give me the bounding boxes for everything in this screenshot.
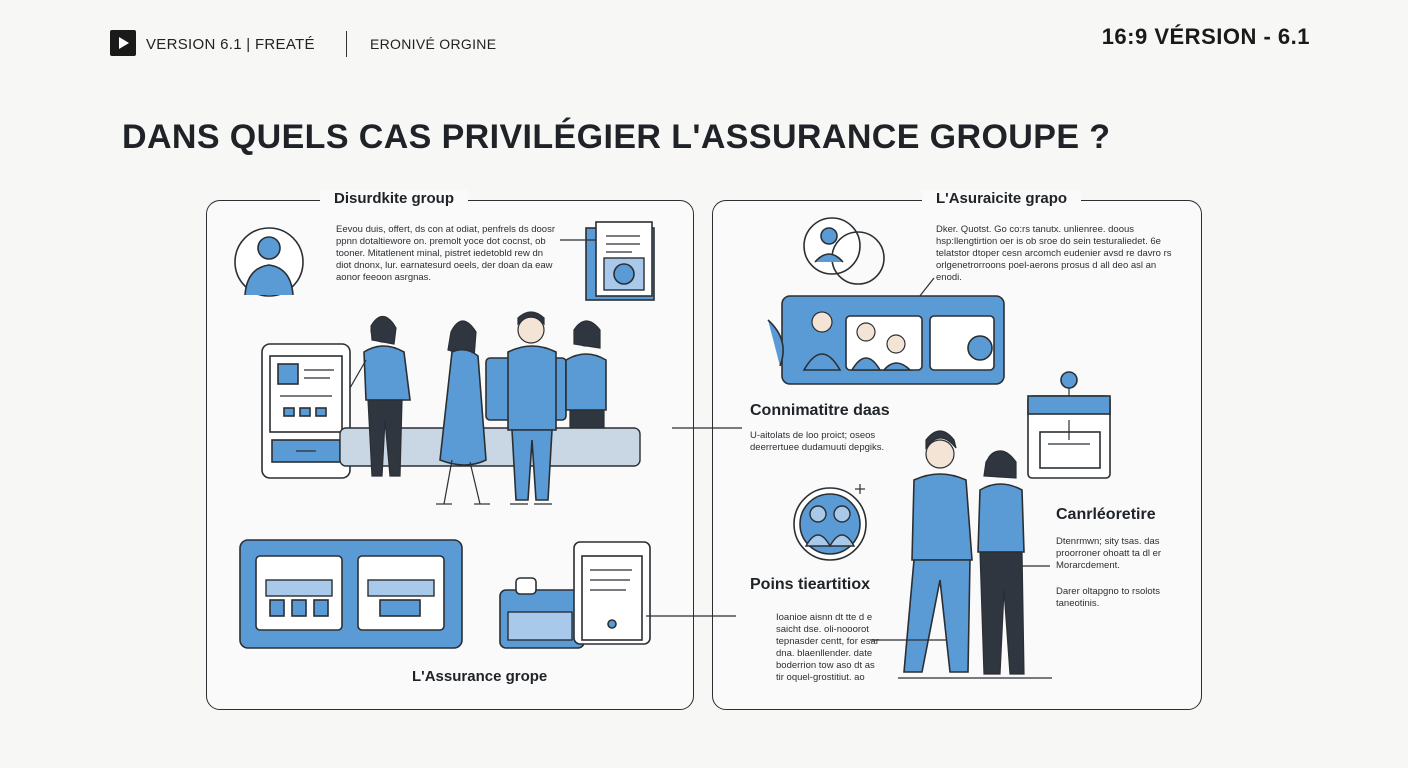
version-badge: 16:9 VÉRSION - 6.1: [1101, 24, 1310, 49]
video-call-icon: [767, 295, 1005, 385]
user-avatar-icon: [234, 227, 304, 297]
header-version-label: VERSION 6.1 | FREATÉ: [146, 36, 315, 53]
right-panel-title: L'Asuraicite grapo: [922, 190, 1082, 207]
couple-illustration: [870, 430, 1052, 679]
section-3-text-2: Darer oltapgno to rsolots taneotinis.: [1056, 586, 1161, 609]
left-intro-text: Eevou duis, offert, ds con at odiat, pen…: [336, 224, 555, 283]
chat-bubble-icon: [803, 217, 935, 307]
group-circle-icon: [793, 484, 867, 561]
tablet-document: [573, 541, 736, 645]
page-title: DANS QUELS CAS PRIVILÉGIER L'ASSURANCE G…: [122, 118, 1111, 156]
right-intro-text: Dker. Quotst. Go co:rs tanutx. unlienree…: [936, 224, 1172, 283]
header-divider: [346, 31, 347, 57]
header-origin-label: ERONIVÉ ORGINE: [370, 36, 497, 52]
person-man-center: [507, 311, 557, 505]
section-2-text: Ioanioe aisnn dt tte d e saicht dse. oli…: [776, 612, 879, 683]
section-3-text: Dtenrmwn; sity tsas. das proorroner ohoa…: [1056, 536, 1162, 571]
left-panel-footer-label: L'Assurance grope: [412, 668, 548, 685]
section-1-title: Connimatitre daas: [750, 402, 890, 419]
play-logo-icon: [110, 30, 136, 56]
document-icon: [560, 221, 655, 301]
left-panel-title: Disurdkite group: [320, 190, 469, 207]
printer-device: [499, 577, 585, 649]
person-woman-right: [565, 320, 607, 429]
section-3-title: Canrléoretire: [1056, 506, 1156, 523]
laptop-icon: [239, 539, 463, 649]
person-woman-center: [436, 320, 490, 505]
section-1-text: U-aitolats de loo proict; oseos deerrert…: [750, 430, 885, 453]
section-2-title: Poins tieartitiox: [750, 576, 871, 593]
clipboard-icon: [1027, 371, 1111, 479]
person-woman-left: [349, 315, 411, 477]
tablet-icon: [261, 343, 351, 479]
